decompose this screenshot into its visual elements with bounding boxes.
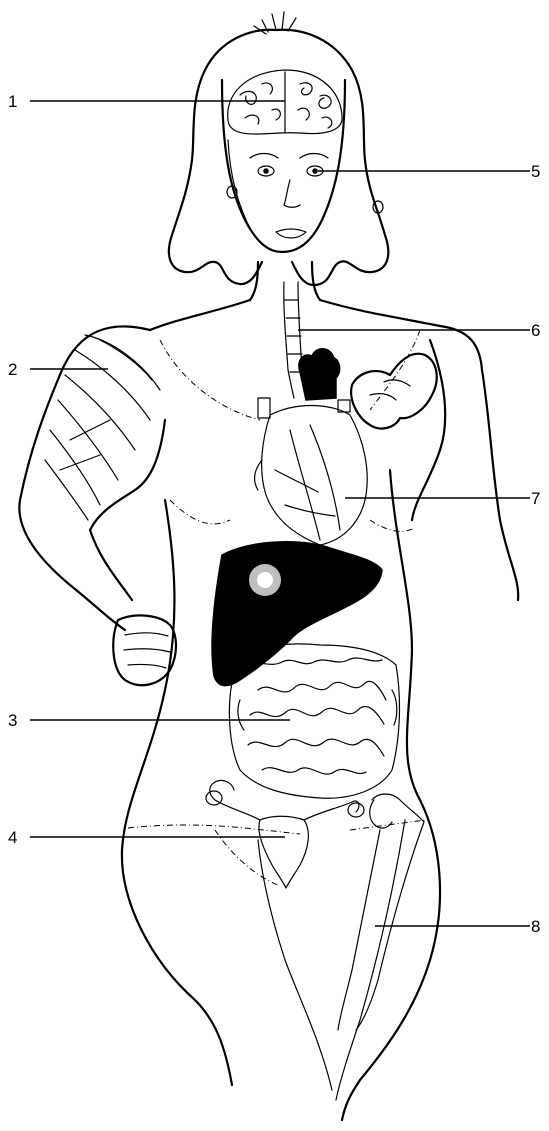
callout-number-4: 4 (8, 828, 17, 847)
callout-number-5: 5 (531, 162, 540, 181)
liver (212, 542, 382, 686)
callout-3: 3 (8, 711, 290, 730)
face (250, 154, 328, 239)
callout-number-3: 3 (8, 711, 17, 730)
right-arm (351, 340, 518, 600)
callout-number-2: 2 (8, 360, 17, 379)
heart (255, 349, 368, 545)
callout-4: 4 (8, 828, 285, 847)
left-arm (19, 326, 176, 685)
callout-1: 1 (8, 92, 285, 111)
callout-number-1: 1 (8, 92, 17, 111)
brain (228, 70, 342, 134)
callout-5: 5 (318, 162, 540, 181)
callout-7: 7 (345, 489, 540, 508)
callout-8: 8 (375, 917, 540, 936)
hair (169, 12, 388, 285)
uterus (206, 780, 364, 888)
callout-6: 6 (298, 321, 540, 340)
torso-outline (122, 262, 482, 1120)
callout-2: 2 (8, 360, 108, 379)
callout-number-6: 6 (531, 321, 540, 340)
callout-number-8: 8 (531, 917, 540, 936)
head (222, 80, 383, 252)
callout-number-7: 7 (531, 489, 540, 508)
